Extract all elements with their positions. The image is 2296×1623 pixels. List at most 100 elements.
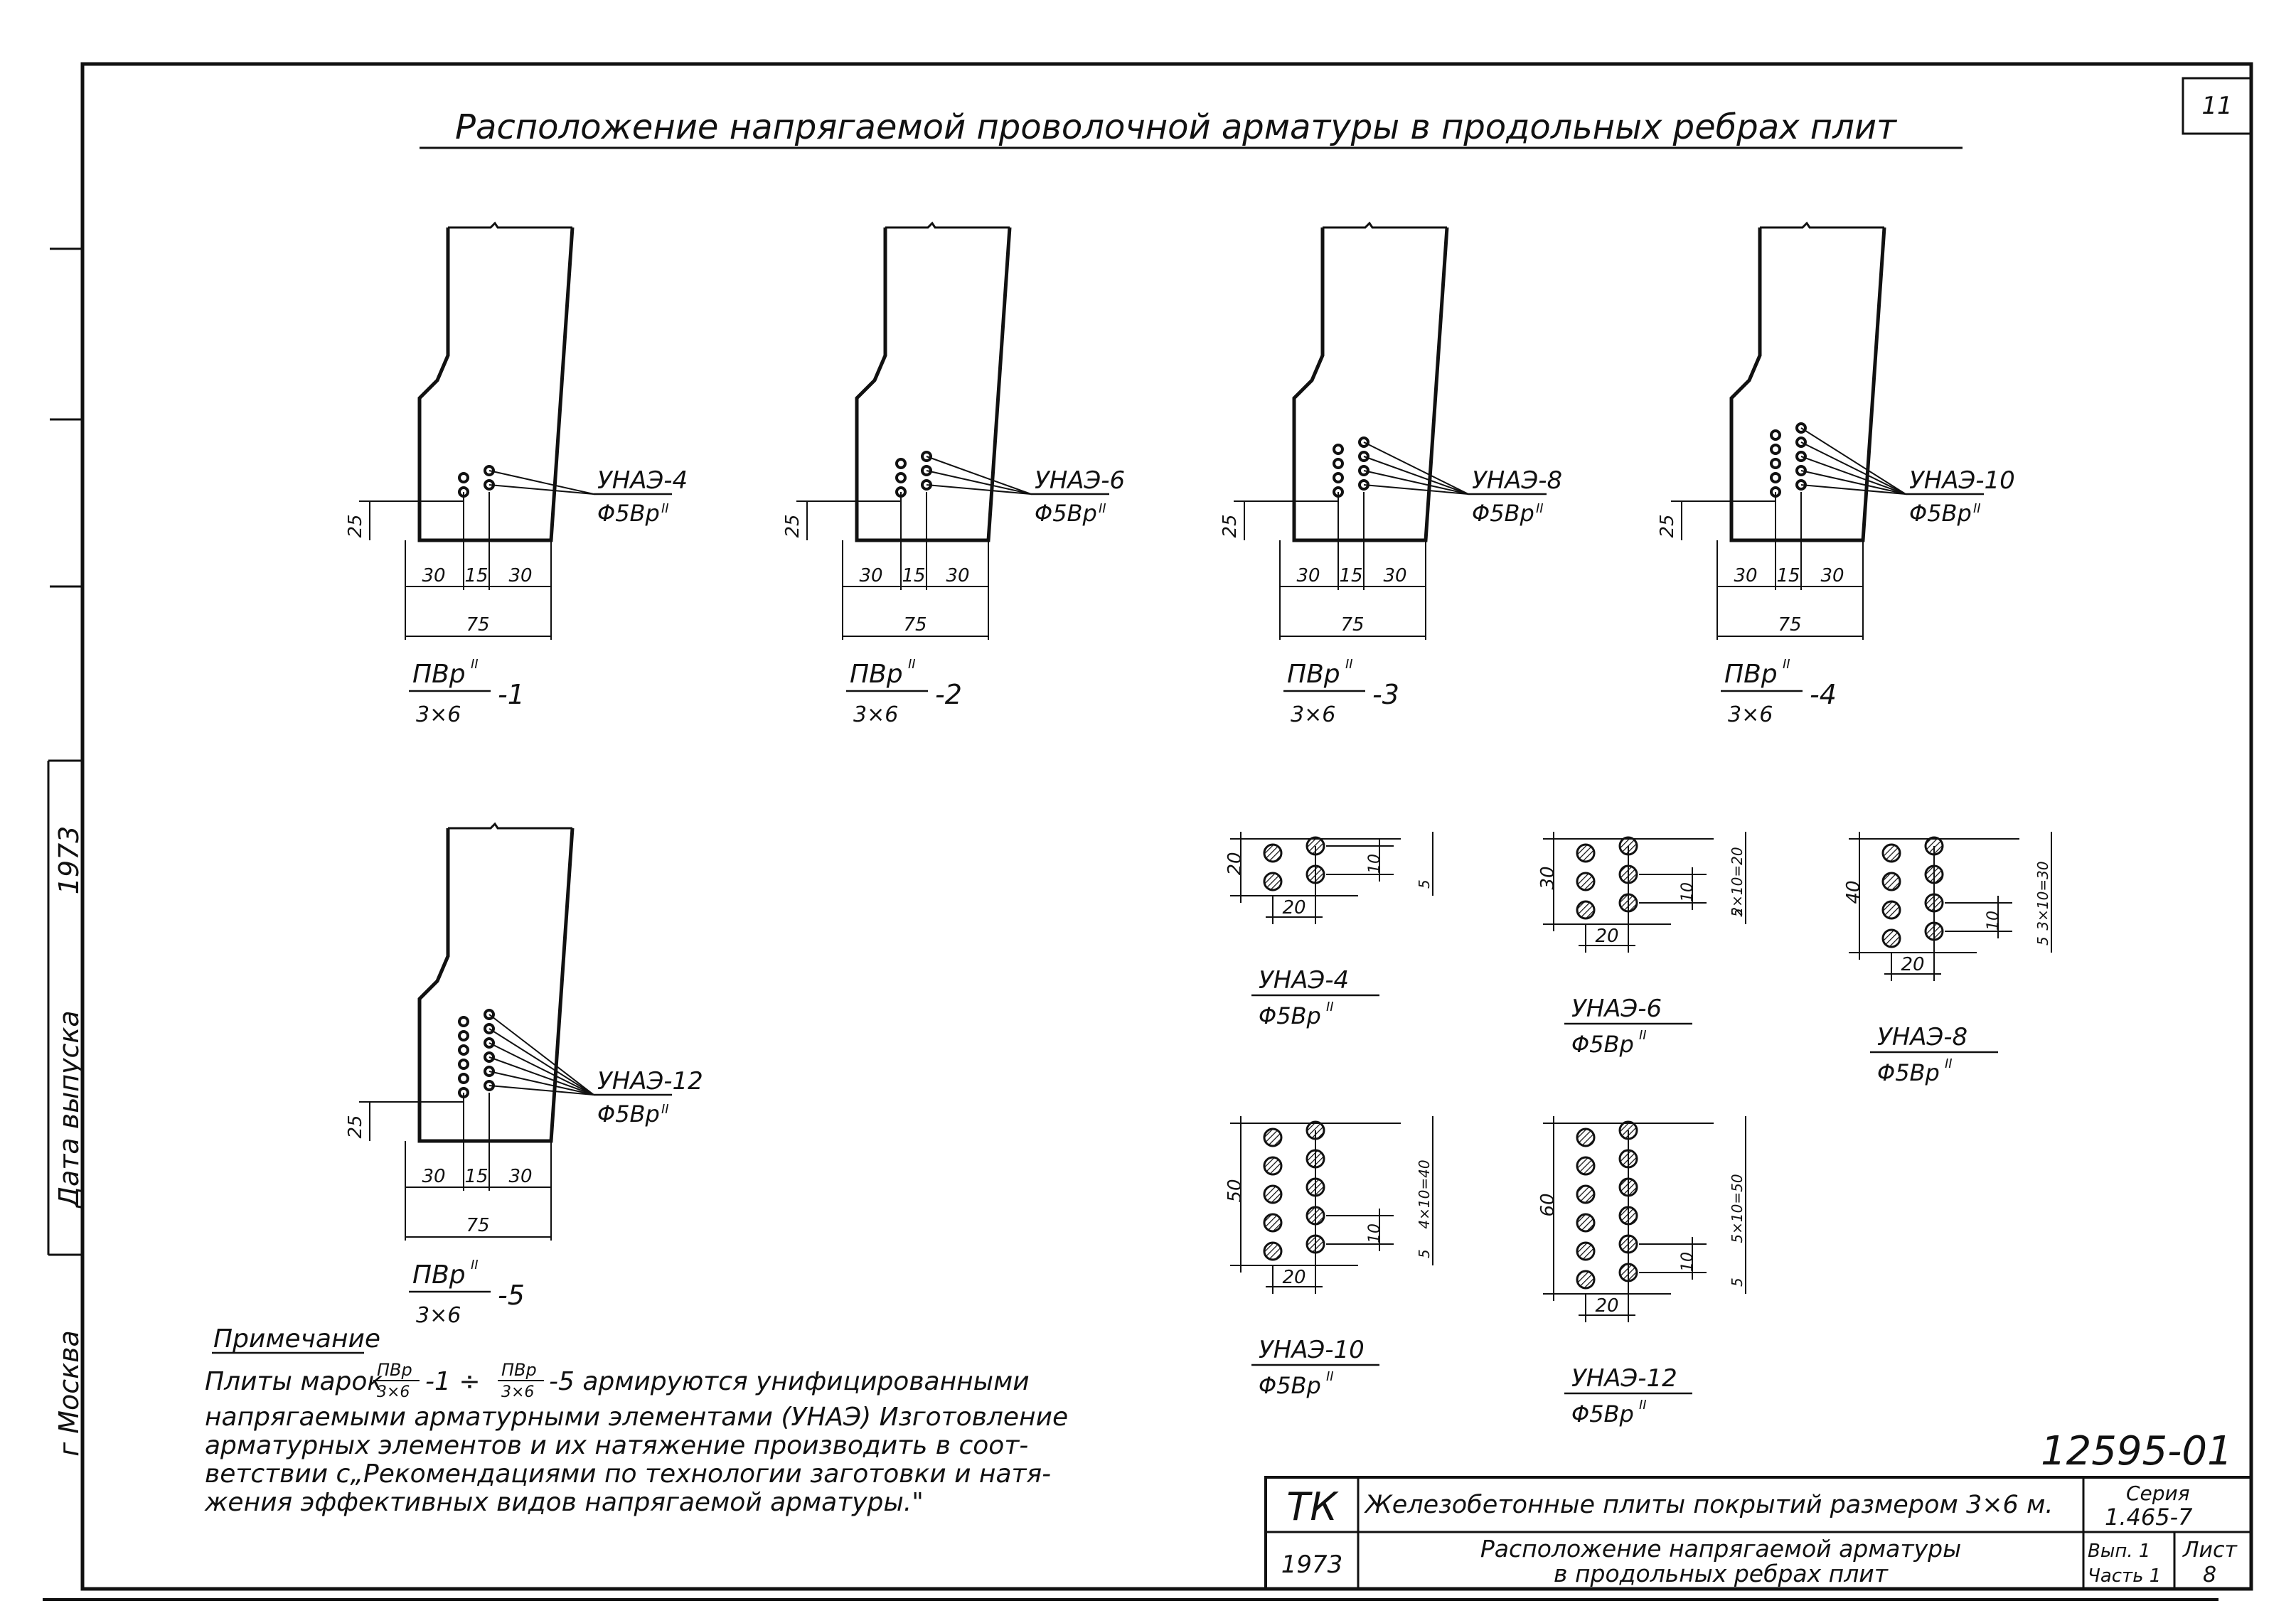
dim-mid-label: 15 [902, 565, 925, 586]
section-wire-spec: Φ5Вр [1472, 500, 1534, 527]
break-line [1323, 221, 1447, 229]
wire-left [1263, 843, 1283, 863]
pitch-label: 10 [1366, 854, 1384, 874]
wire-left [1881, 928, 1901, 948]
dim-height-label: 25 [1219, 514, 1241, 537]
detail-height-label: 20 [1224, 852, 1246, 875]
detail-wire-class: II [1639, 1398, 1647, 1413]
wire-left [1881, 843, 1901, 863]
dim-left-label: 30 [1296, 565, 1320, 586]
detail-element-name: УНАЭ-12 [1571, 1364, 1677, 1393]
note-frac-2-bottom: 3×6 [501, 1383, 534, 1401]
mark-bottom: 3×6 [416, 702, 461, 727]
wire-left [1881, 872, 1901, 891]
wire-right [1358, 451, 1369, 462]
part-label: Часть 1 [2088, 1565, 2161, 1587]
edge-label: 5 [1416, 1249, 1433, 1258]
wire-left [1263, 1241, 1283, 1261]
wire-left [458, 1044, 469, 1056]
dim-right-label: 30 [946, 565, 969, 586]
mark-suffix: -5 [498, 1280, 525, 1311]
wire-left [1333, 458, 1344, 469]
wire-right [484, 1051, 495, 1063]
leader-line [1800, 470, 1906, 495]
dim-total-label: 75 [1778, 614, 1801, 636]
wire-right [484, 1037, 495, 1049]
note-frac-2-top: ПВр [501, 1360, 537, 1380]
wire-right [921, 451, 932, 462]
leader-line [1800, 441, 1906, 495]
wire-left [1263, 1127, 1283, 1147]
wire-right [1795, 451, 1807, 462]
mark-top: ПВр [412, 1260, 466, 1290]
pitch-total-label: 3×10=30 [2034, 861, 2051, 930]
stamp-city: г Москва [53, 1330, 85, 1457]
wire-left [895, 472, 907, 483]
dim-left-label: 30 [859, 565, 882, 586]
leader-line [1800, 456, 1906, 495]
detail-wire-class: II [1639, 1028, 1647, 1043]
rib-outline [855, 227, 1012, 542]
section-element-name: УНАЭ-4 [597, 466, 688, 495]
mark-suffix: -2 [935, 679, 962, 710]
dim-left-label: 30 [422, 1166, 445, 1187]
section-wire-class: II [1973, 501, 1981, 516]
detail-wire-spec: Φ5Вр [1259, 1002, 1321, 1029]
edge-label: 5 [1729, 1277, 1746, 1287]
mark-class: II [1783, 657, 1790, 672]
dim-right-label: 30 [1383, 565, 1406, 586]
note-block: Примечание Плиты марок ПВр 3×6 -1 ÷ ПВр … [204, 1324, 1068, 1517]
wire-left [1881, 900, 1901, 920]
detail-width-label: 20 [1595, 926, 1618, 947]
detail-element-name: УНАЭ-4 [1259, 966, 1349, 995]
pitch-total-label: 2×10=20 [1729, 847, 1746, 916]
pitch-label: 10 [1679, 882, 1697, 902]
mark-bottom: 3×6 [416, 1303, 461, 1328]
wire-left [1770, 458, 1781, 469]
leader-line [488, 470, 594, 495]
wire-left [895, 458, 907, 469]
wire-left [1770, 472, 1781, 483]
wire-left [1263, 1213, 1283, 1233]
wire-right [1358, 465, 1369, 476]
wire-right [1358, 436, 1369, 448]
title-block-year: 1973 [1281, 1550, 1343, 1579]
pitch-label: 10 [1679, 1252, 1697, 1272]
sheet-label: Лист [2182, 1538, 2238, 1563]
mark-bottom: 3×6 [853, 702, 898, 727]
leader-line [1363, 484, 1469, 495]
pitch-label: 10 [1366, 1223, 1384, 1243]
dim-height-label: 25 [345, 514, 366, 537]
wire-left [1770, 429, 1781, 441]
dim-total-label: 75 [466, 614, 489, 636]
mark-bottom: 3×6 [1291, 702, 1335, 727]
dim-right-label: 30 [508, 1166, 532, 1187]
wire-left [1576, 1184, 1596, 1204]
series-value: 1.465-7 [2105, 1504, 2193, 1531]
break-line [448, 221, 572, 229]
mark-class: II [1345, 657, 1353, 672]
leader-line [488, 1085, 594, 1096]
leader-line [488, 1042, 594, 1096]
wire-right [1795, 422, 1807, 434]
pitch-total-label: 4×10=40 [1416, 1159, 1433, 1228]
detail-wire-class: II [1945, 1056, 1953, 1071]
break-line [885, 221, 1010, 229]
mark-top: ПВр [850, 660, 903, 689]
series-label: Серия [2126, 1482, 2190, 1505]
subtitle-line-1: Расположение напрягаемой арматуры [1480, 1535, 1961, 1563]
detail-wire-class: II [1326, 1369, 1334, 1384]
wire-left [1576, 1156, 1596, 1176]
detail-height-label: 40 [1843, 880, 1864, 904]
rib-outline [417, 227, 575, 542]
leader-line [1800, 484, 1906, 495]
wire-left [1576, 1270, 1596, 1290]
